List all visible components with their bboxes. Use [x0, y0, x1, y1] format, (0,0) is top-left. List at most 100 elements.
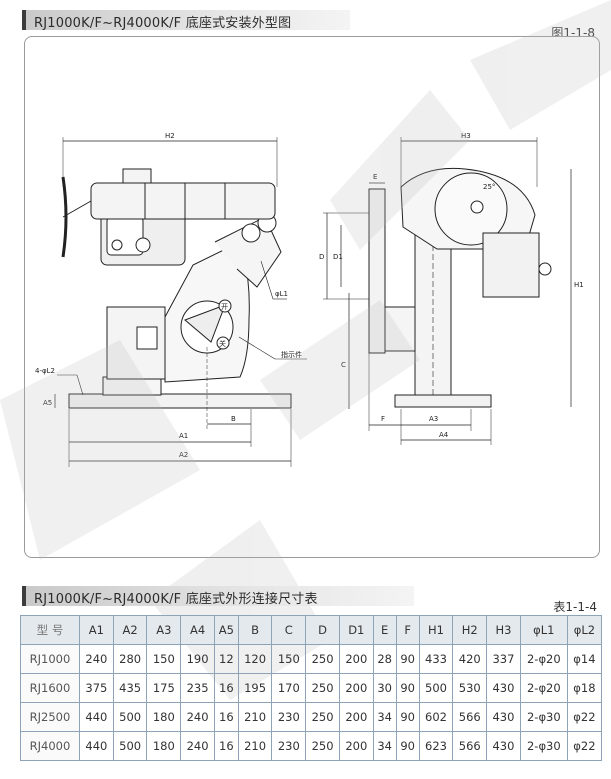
label-h1: H1: [574, 281, 584, 289]
table-cell: 430: [486, 673, 521, 703]
table-cell: 250: [305, 702, 340, 732]
table-cell: 16: [213, 673, 239, 703]
table-cell: 210: [237, 702, 273, 732]
header-cell: H1: [418, 615, 454, 645]
table-cell: 566: [452, 702, 488, 732]
section-title-drawing: RJ1000K/F~RJ4000K/F 底座式安装外型图: [34, 16, 292, 31]
label-h2: H2: [165, 132, 175, 140]
header-cell: E: [372, 615, 397, 645]
section-title-table: RJ1000K/F~RJ4000K/F 底座式外形连接尺寸表: [34, 592, 318, 607]
table-cell: 210: [237, 731, 273, 761]
table-cell: 2-φ20: [519, 673, 568, 703]
title-accent: [22, 10, 26, 30]
table-cell: 2-φ30: [519, 731, 568, 761]
table-cell: 530: [452, 673, 488, 703]
table-cell: 623: [418, 731, 454, 761]
right-base-plate: [394, 394, 492, 408]
header-cell: φL1: [519, 615, 568, 645]
title-accent: [22, 586, 26, 606]
table-cell: 230: [271, 731, 307, 761]
table-cell: 90: [395, 731, 420, 761]
model-cell: RJ1600: [20, 673, 80, 703]
table-cell: 200: [338, 731, 374, 761]
table-cell: 337: [486, 644, 521, 674]
table-cell: 250: [305, 673, 340, 703]
table-cell: 602: [418, 702, 454, 732]
table-cell: 16: [213, 702, 239, 732]
table-cell: 150: [271, 644, 307, 674]
label-h3: H3: [461, 132, 471, 140]
left-motor-cylinder: [90, 182, 276, 220]
table-cell: 280: [112, 644, 148, 674]
table-cell: 240: [180, 731, 215, 761]
table-cell: 170: [271, 673, 307, 703]
label-d1: D1: [333, 253, 343, 261]
table-cell: 440: [79, 731, 114, 761]
section-title-bar-drawing: RJ1000K/F~RJ4000K/F 底座式安装外型图: [22, 10, 350, 31]
header-cell: A2: [112, 615, 148, 645]
table-cell: 500: [418, 673, 454, 703]
table-cell: 250: [305, 731, 340, 761]
table-row: RJ1000 240 280 150 190 12 120 150 250 20…: [20, 644, 603, 674]
table-cell: 180: [146, 702, 182, 732]
table-cell: 240: [79, 644, 114, 674]
label-indicator: 指示件: [281, 350, 302, 359]
label-b: B: [231, 415, 236, 423]
table-cell: 430: [486, 702, 521, 732]
table-cell: 2-φ30: [519, 702, 568, 732]
table-cell: 12: [213, 644, 239, 674]
table-cell: φ18: [566, 673, 603, 703]
label-f: F: [381, 415, 385, 423]
table-header-row: 型 号 A1 A2 A3 A4 A5 B C D D1 E F H1 H2 H3…: [20, 615, 603, 645]
table-row: RJ4000 440 500 180 240 16 210 230 250 20…: [20, 731, 603, 761]
label-angle: 25°: [483, 183, 495, 191]
header-cell: A4: [180, 615, 215, 645]
table-cell: 235: [180, 673, 215, 703]
label-l2: 4-φL2: [35, 367, 55, 375]
header-cell: φL2: [566, 615, 603, 645]
header-cell: A1: [79, 615, 114, 645]
table-cell: 90: [395, 673, 420, 703]
header-cell: D: [305, 615, 340, 645]
model-cell: RJ2500: [20, 702, 80, 732]
table-cell: 34: [372, 731, 397, 761]
table-cell: 2-φ20: [519, 644, 568, 674]
drawing-frame: H2 H3 H1 D D1 C E F A3 A4 A1 A2 A5 B φL1…: [24, 36, 600, 558]
header-cell: D1: [338, 615, 374, 645]
right-flange-plate: [368, 188, 386, 354]
table-cell: 500: [112, 702, 148, 732]
table-cell: φ14: [566, 644, 603, 674]
table-cell: 230: [271, 702, 307, 732]
table-cell: 16: [213, 731, 239, 761]
header-cell: A5: [213, 615, 239, 645]
table-cell: 90: [395, 644, 420, 674]
label-a3: A3: [429, 415, 438, 423]
label-a4: A4: [439, 431, 449, 439]
left-base-plate: [68, 393, 292, 409]
label-d: D: [319, 253, 324, 261]
model-cell: RJ4000: [20, 731, 80, 761]
table-cell: 500: [112, 731, 148, 761]
table-cell: 190: [180, 644, 215, 674]
technical-drawing: H2 H3 H1 D D1 C E F A3 A4 A1 A2 A5 B φL1…: [35, 132, 584, 467]
table-row: RJ1600 375 435 175 235 16 195 170 250 20…: [20, 673, 603, 703]
label-l1: φL1: [275, 290, 288, 298]
table-cell: 195: [237, 673, 273, 703]
table-cell: 440: [79, 702, 114, 732]
table-cell: 180: [146, 731, 182, 761]
header-cell: F: [395, 615, 420, 645]
section-title-bar-table: RJ1000K/F~RJ4000K/F 底座式外形连接尺寸表: [22, 586, 414, 607]
table-label: 表1-1-4: [553, 600, 597, 614]
label-a2: A2: [179, 451, 188, 459]
table-cell: φ22: [566, 731, 603, 761]
table-cell: 120: [237, 644, 273, 674]
table-cell: φ22: [566, 702, 603, 732]
header-cell: H3: [486, 615, 521, 645]
table-cell: 430: [486, 731, 521, 761]
label-e: E: [373, 173, 377, 181]
table-row: RJ2500 440 500 180 240 16 210 230 250 20…: [20, 702, 603, 732]
table-cell: 90: [395, 702, 420, 732]
header-cell: B: [237, 615, 273, 645]
dimension-table: 型 号 A1 A2 A3 A4 A5 B C D D1 E F H1 H2 H3…: [20, 615, 603, 761]
table-cell: 34: [372, 702, 397, 732]
